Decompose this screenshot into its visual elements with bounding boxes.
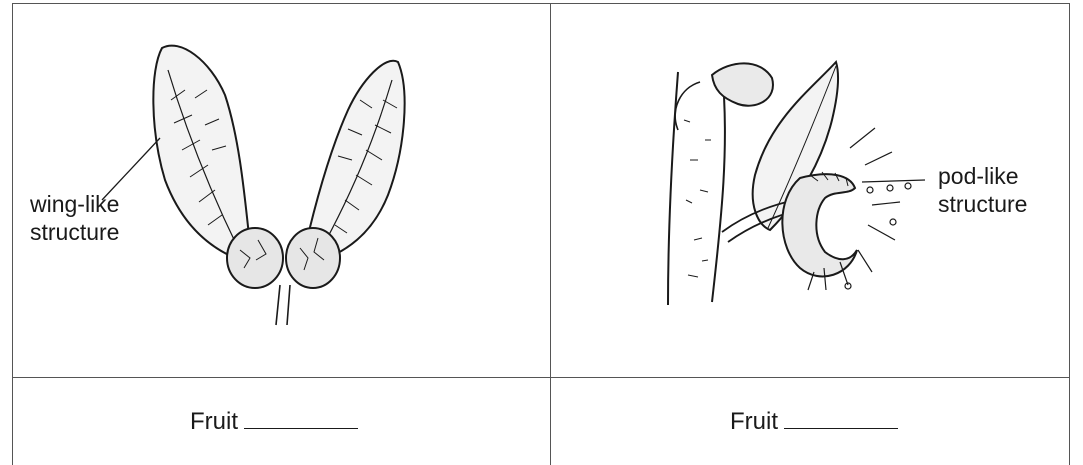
right-answer-blank[interactable] xyxy=(784,408,898,429)
right-answer-label: Fruit xyxy=(730,408,778,435)
left-answer-blank[interactable] xyxy=(244,408,358,429)
right-answer: Fruit xyxy=(730,408,898,436)
left-answer: Fruit xyxy=(190,408,358,436)
pod-like-callout: pod-like structure xyxy=(938,162,1027,218)
callout-line-2: structure xyxy=(938,190,1027,218)
callout-line-1: pod-like xyxy=(938,162,1027,190)
left-answer-label: Fruit xyxy=(190,408,238,435)
pod-on-branch-illustration xyxy=(0,0,1083,380)
